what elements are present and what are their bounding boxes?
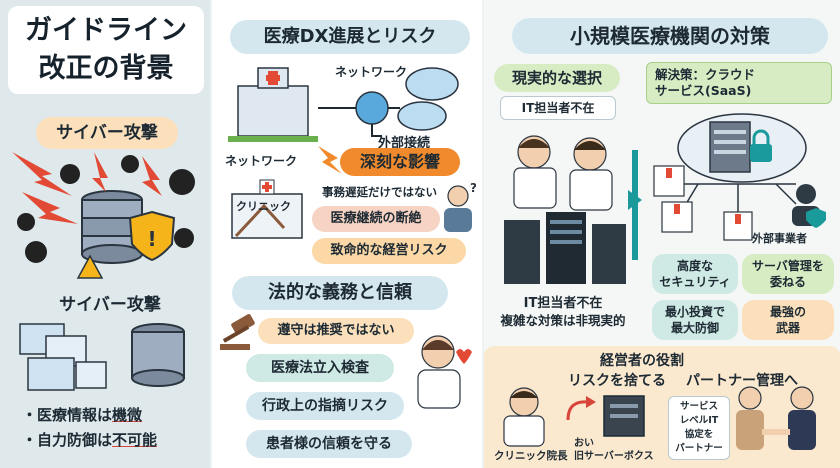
care-interruption-badge: 医療継続の断絶 <box>312 206 440 232</box>
network-illustration <box>228 67 459 174</box>
strongest-weapon-badge: 最強の 武器 <box>742 300 834 340</box>
bullet-2-text: 自力防御は <box>37 431 113 449</box>
heart-icon <box>456 349 472 364</box>
dx-risk-title: 医療DX進展とリスク <box>230 20 470 54</box>
cyber-attack-heading-2: サイバー攻撃 <box>59 295 161 315</box>
bullet-2-emph: 不可能 <box>112 431 158 449</box>
arrow-icon <box>318 146 342 174</box>
flow-arrow-icon <box>628 150 642 260</box>
serious-impact-badge: 深刻な影響 <box>340 148 460 176</box>
compliance-badge: 遵守は推奨ではない <box>258 318 414 344</box>
cyber-attack-heading-1: サイバー攻撃 <box>36 117 178 149</box>
handshake-icon <box>736 386 816 450</box>
legal-title: 法的な義務と信頼 <box>232 276 448 310</box>
clinic-director-label: クリニック院長 <box>494 450 568 462</box>
bullet-1-emph: 機微 <box>112 406 143 424</box>
delegate-server-badge: サーバ管理を 委ねる <box>742 254 834 294</box>
title-line-2: 改正の背景 <box>38 53 174 84</box>
hospital-icon <box>228 67 318 142</box>
no-it-staff-top-label: IT担当者不在 <box>500 96 616 120</box>
server-icon <box>709 121 751 173</box>
owner-role-title: 経営者の役割 <box>600 353 684 369</box>
high-security-badge: 高度な セキュリティ <box>652 254 738 294</box>
patient-trust-badge: 患者様の信頼を守る <box>246 430 412 458</box>
not-only-delay-text: 事務遅延だけではない <box>322 185 437 199</box>
old-server-box-icon <box>603 395 645 437</box>
nurse-icon <box>417 335 472 409</box>
shield-icon: ! <box>128 210 176 262</box>
server-rack-icon <box>504 212 626 284</box>
gavel-icon <box>220 314 255 350</box>
inspection-badge: 医療法立入検査 <box>246 354 394 382</box>
staff-server-illustration <box>504 135 626 284</box>
cloud-network-illustration <box>653 113 826 241</box>
database-icon <box>131 323 185 387</box>
director-icon <box>503 387 545 447</box>
admin-risk-badge: 行政上の指摘リスク <box>246 392 404 420</box>
main-title: ガイドライン 改正の背景 <box>8 6 204 94</box>
title-line-1: ガイドライン <box>25 15 187 46</box>
min-investment-badge: 最小投資で 最大防御 <box>652 300 738 340</box>
network-label-top: ネットワーク <box>335 65 408 79</box>
sla-note-box: サービス レベルIT 協定を パートナー <box>668 396 730 460</box>
solution-box: 解決策：クラウド サービス(SaaS) <box>646 62 832 104</box>
doctor-icon <box>513 135 613 211</box>
fatal-risk-badge: 致命的な経営リスク <box>312 238 466 264</box>
document-theft-illustration <box>19 323 185 391</box>
lock-icon <box>750 129 772 162</box>
cloud-icon <box>397 67 459 131</box>
realistic-choice-badge: 現実的な選択 <box>494 64 620 92</box>
globe-icon <box>355 91 389 125</box>
skull-icon <box>17 155 195 263</box>
svg-text:?: ? <box>470 182 476 195</box>
bullet-sensitive: ・医療情報は機微 <box>22 406 143 424</box>
bullet-self-defense: ・自力防御は不可能 <box>22 431 158 449</box>
document-icon <box>19 323 107 391</box>
vendor-person-icon <box>792 184 826 228</box>
partner-mgmt-label: パートナー管理へ <box>686 373 798 389</box>
network-label-bottom: ネットワーク <box>225 154 298 168</box>
person-icon: ? <box>444 182 476 232</box>
external-connection-label: 外部接続 <box>378 136 431 151</box>
bullet-1-text: 医療情報は <box>37 406 113 424</box>
owner-role-section <box>484 346 840 468</box>
complex-unrealistic-label: 複雑な対策は非現実的 <box>500 313 626 328</box>
warning-icon <box>76 254 104 279</box>
svg-text:!: ! <box>147 227 156 251</box>
clinic-label: クリニック <box>236 200 291 213</box>
clinic-illustration <box>231 179 303 239</box>
owner-role-illustration <box>503 386 816 450</box>
attack-bolt-icon <box>12 152 162 224</box>
arrow-icon <box>566 400 589 421</box>
cyber-attack-illustration: ! <box>12 152 195 279</box>
abandon-risk-label: リスクを捨てる <box>568 373 666 389</box>
old-server-label-1: おい <box>574 438 594 449</box>
external-vendor-label: 外部事業者 <box>752 232 807 245</box>
old-server-label-2: 旧サーバーボクス <box>574 451 654 462</box>
clinic-building-icon <box>653 165 753 241</box>
right-title: 小規模医療機関の対策 <box>512 18 828 54</box>
no-it-staff-bottom-label: IT担当者不在 <box>523 296 603 311</box>
